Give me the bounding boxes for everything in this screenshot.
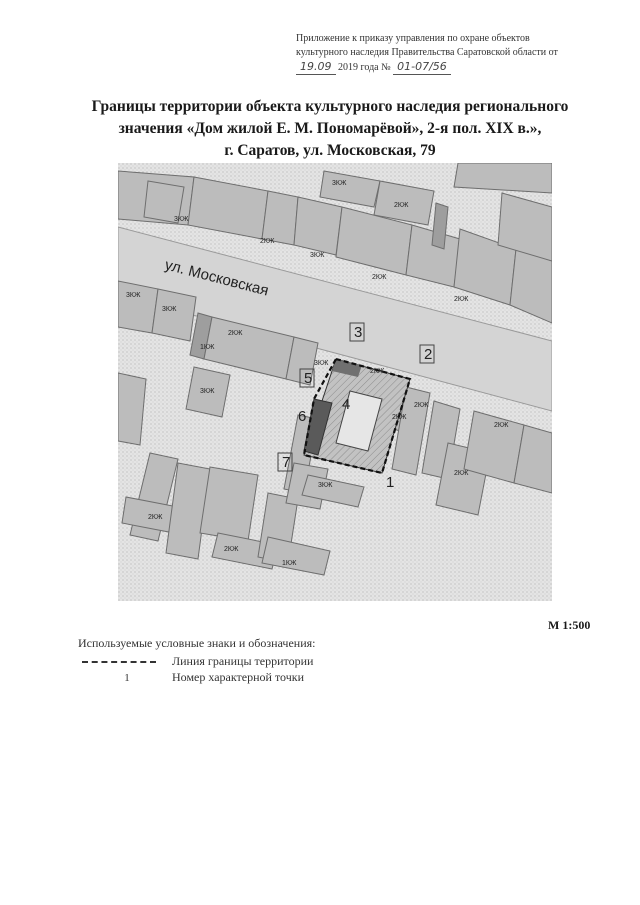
building-label: 2КЖ (372, 274, 387, 281)
map-scale: М 1:500 (548, 618, 591, 632)
building-label: 2КЖ (370, 368, 385, 375)
building-label: 1КЖ (282, 560, 297, 567)
building-label: 2КЖ (494, 422, 509, 429)
point-7: 7 (282, 454, 290, 471)
title-line-1: Границы территории объекта культурного н… (91, 98, 569, 115)
building-label: 2КЖ (394, 202, 409, 209)
point-1: 1 (386, 474, 394, 491)
building-label: 3КЖ (310, 252, 325, 259)
legend-boundary: Линия границы территории (82, 654, 313, 669)
title-line-3: г. Саратов, ул. Московская, 79 (224, 142, 436, 159)
point-frames (277, 322, 435, 472)
building-label: 3КЖ (318, 482, 333, 489)
order-year: 2019 года № (338, 62, 391, 73)
order-date-handwritten: 19.09 (296, 60, 336, 75)
point-6: 6 (298, 408, 306, 425)
buildings-south (118, 280, 552, 576)
building-label: 3КЖ (126, 292, 141, 299)
order-line-3: 19.09 2019 года № 01-07/56 (296, 60, 596, 75)
order-number-handwritten: 01-07/56 (393, 60, 451, 75)
building-label: 3КЖ (200, 388, 215, 395)
building-label: 2КЖ (260, 238, 275, 245)
building-label: 2КЖ (148, 514, 163, 521)
point-4: 4 (342, 396, 350, 413)
point-2: 2 (424, 346, 432, 363)
point-5: 5 (304, 370, 312, 387)
building-label: 3КЖ (174, 216, 189, 223)
building-label: 2КЖ (392, 414, 407, 421)
legend-boundary-label: Линия границы территории (172, 654, 314, 668)
cadastral-map: 2 3 4 5 6 7 1 ул. Московская 3КЖ 2КЖ 3КЖ… (118, 163, 552, 601)
boundary-points: 2 3 4 5 6 7 1 (282, 324, 432, 491)
building-label: 3КЖ (162, 306, 177, 313)
map-canvas: 2 3 4 5 6 7 1 ул. Московская 3КЖ 2КЖ 3КЖ… (118, 163, 552, 601)
point-3: 3 (354, 324, 362, 341)
building-label: 2КЖ (228, 330, 243, 337)
legend-point-symbol: 1 (124, 671, 130, 684)
buildings-north (118, 163, 552, 324)
street-moskovskaya (118, 226, 552, 412)
order-reference: Приложение к приказу управления по охран… (296, 32, 596, 75)
legend-point: 1 Номер характерной точки (82, 670, 304, 685)
legend-dash-symbol (82, 654, 172, 669)
building-label: 3КЖ (314, 360, 329, 367)
legend-point-label: Номер характерной точки (172, 670, 304, 684)
building-label: 2КЖ (454, 296, 469, 303)
title-line-2: значения «Дом жилой Е. М. Пономарёвой», … (118, 120, 542, 137)
heritage-courtyard (335, 390, 383, 452)
building-labels: 3КЖ 2КЖ 3КЖ 2КЖ 3КЖ 2КЖ 3КЖ 2КЖ 3КЖ 2КЖ … (126, 180, 509, 567)
building-label: 2КЖ (224, 546, 239, 553)
building-label: 1КЖ (200, 344, 215, 351)
building-label: 2КЖ (414, 402, 429, 409)
order-line-1: Приложение к приказу управления по охран… (296, 33, 530, 44)
legend-title: Используемые условные знаки и обозначени… (78, 636, 316, 650)
building-label: 2КЖ (454, 470, 469, 477)
document-title: Границы территории объекта культурного н… (60, 96, 600, 162)
building-label: 3КЖ (332, 180, 347, 187)
order-line-2: культурного наследия Правительства Сарат… (296, 47, 558, 58)
